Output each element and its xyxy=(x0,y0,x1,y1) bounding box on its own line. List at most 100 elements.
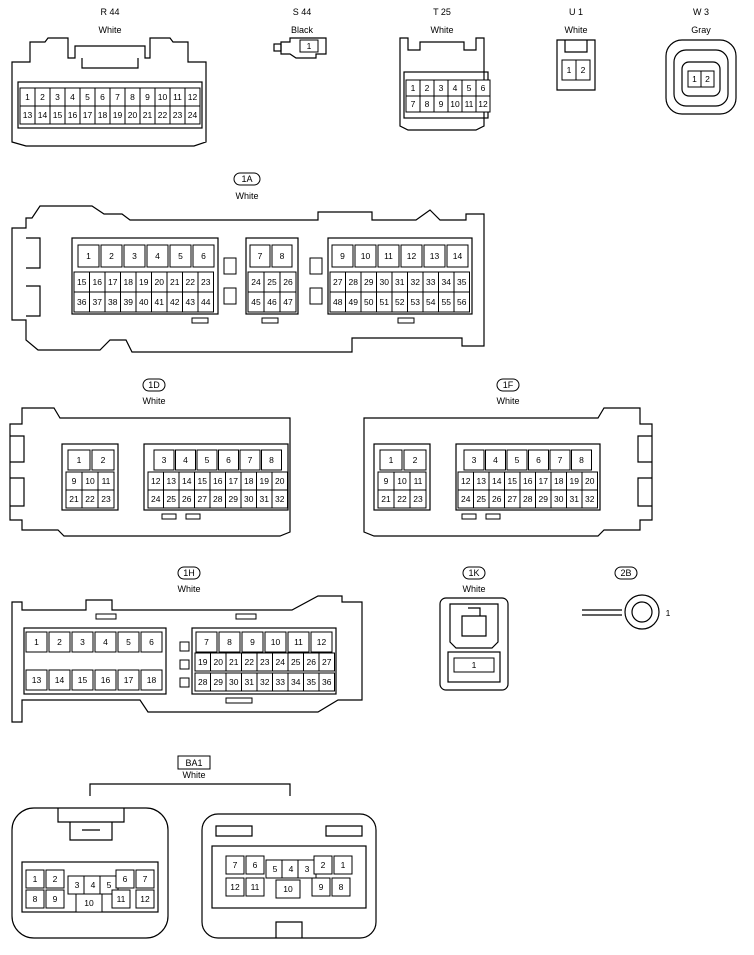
1a-pin-51: 51 xyxy=(380,297,390,307)
1h-pin-28: 28 xyxy=(198,677,208,687)
1a-pin-12-cell xyxy=(400,244,423,268)
1h-slot-3 xyxy=(225,697,253,704)
1a-pin-12: 12 xyxy=(407,251,417,261)
1h-pin-19: 19 xyxy=(198,657,208,667)
1f-pin-15: 15 xyxy=(508,476,518,486)
1k-name: 1K xyxy=(468,568,479,578)
1h-pin-31: 31 xyxy=(245,677,255,687)
1h-pin-15: 15 xyxy=(78,675,88,685)
1h-pin-24: 24 xyxy=(276,657,286,667)
1a-pin-34: 34 xyxy=(442,277,452,287)
1a-pin-9-cell xyxy=(331,244,354,268)
1d-slot-2 xyxy=(185,513,201,520)
2b-ring-terminal xyxy=(624,594,660,630)
1f-slot-2 xyxy=(485,513,501,520)
1a-pin-26: 26 xyxy=(283,277,293,287)
1f-cavity-left xyxy=(373,443,431,511)
u1-housing xyxy=(556,39,596,91)
1h-pin-2-cell xyxy=(48,631,71,653)
1h-key-1 xyxy=(179,641,190,652)
1a-pin-15: 15 xyxy=(77,277,87,287)
ba1-left-housing xyxy=(11,807,169,939)
1d-pin-20: 20 xyxy=(275,476,285,486)
1h-pin-23: 23 xyxy=(260,657,270,667)
1f-pin-13: 13 xyxy=(477,476,487,486)
1a-pin-7: 7 xyxy=(258,251,263,261)
1f-pin-26: 26 xyxy=(492,494,502,504)
1a-pin-17: 17 xyxy=(108,277,118,287)
ba1r-pin-10-cell xyxy=(275,879,301,899)
r44-pin-23: 23 xyxy=(173,110,183,120)
2b-pin: 1 xyxy=(666,608,671,618)
s44-pin-1-cell xyxy=(299,39,319,53)
1h-pin-13: 13 xyxy=(32,675,42,685)
ba1-right-key xyxy=(275,921,303,938)
ba1r-pin-5: 5 xyxy=(273,864,278,874)
t25-pin-12: 12 xyxy=(478,99,488,109)
1a-pin-11-cell xyxy=(377,244,400,268)
w3-pin-2-cell xyxy=(700,70,715,88)
1d-pin-10: 10 xyxy=(85,476,95,486)
1a-key-3 xyxy=(309,257,323,275)
1h-pin-26: 26 xyxy=(307,657,317,667)
1k-tag xyxy=(462,566,486,580)
1a-pin-14-cell xyxy=(446,244,469,268)
1f-pin-20: 20 xyxy=(585,476,595,486)
1a-pin-41: 41 xyxy=(155,297,165,307)
2b-tag xyxy=(614,566,638,580)
1a-pin-48: 48 xyxy=(333,297,343,307)
r44-pin-14: 14 xyxy=(38,110,48,120)
1d-pin-17: 17 xyxy=(229,476,239,486)
1d-pin-7: 7 xyxy=(248,455,253,465)
ba1l-pin-11-cell xyxy=(111,889,131,909)
1a-pin-47-cell xyxy=(279,291,297,313)
1d-pin-1: 1 xyxy=(77,455,82,465)
1f-pin-2-cell xyxy=(403,449,427,471)
1h-pin-8: 8 xyxy=(227,637,232,647)
1h-pin-3: 3 xyxy=(80,637,85,647)
1a-key-4 xyxy=(309,287,323,305)
t25-pin-6: 6 xyxy=(481,83,486,93)
1d-pin-13: 13 xyxy=(167,476,177,486)
r44-pin-16: 16 xyxy=(68,110,78,120)
1k-cavity xyxy=(447,651,501,683)
1h-cavity-right xyxy=(191,627,337,695)
1a-pin-53: 53 xyxy=(411,297,421,307)
1a-pin-33: 33 xyxy=(426,277,436,287)
1d-pin-4-cell xyxy=(175,449,196,471)
1a-pin-43: 43 xyxy=(186,297,196,307)
r44-pin-13: 13 xyxy=(23,110,33,120)
ba1l-pin-8-cell xyxy=(25,889,45,909)
1a-pin-35: 35 xyxy=(457,277,467,287)
ba1r-pin-7-cell xyxy=(225,855,245,875)
r44-cavity xyxy=(17,81,203,129)
1a-pin-10-cell xyxy=(354,244,377,268)
1f-pin-4: 4 xyxy=(493,455,498,465)
1a-pin-32: 32 xyxy=(411,277,421,287)
1h-pin-11: 11 xyxy=(294,637,303,647)
1h-pin-13-cell xyxy=(25,669,48,691)
1h-pin-35: 35 xyxy=(307,677,317,687)
1h-pin-5-cell xyxy=(117,631,140,653)
1d-pin-23: 23 xyxy=(101,494,111,504)
1a-pin-16: 16 xyxy=(93,277,103,287)
s44-pin-grid: 1 xyxy=(299,39,319,53)
1d-pin-8-cell xyxy=(261,449,282,471)
1f-pin-8: 8 xyxy=(579,455,584,465)
ba1l-pin-9: 9 xyxy=(53,894,58,904)
1d-tag xyxy=(142,378,166,392)
1f-slot-1 xyxy=(461,513,477,520)
1f-pin-6: 6 xyxy=(536,455,541,465)
1f-pin-3: 3 xyxy=(472,455,477,465)
1a-pin-4: 4 xyxy=(155,251,160,261)
2b-wire xyxy=(582,609,622,616)
1f-side-lock xyxy=(637,435,652,507)
1h-pin-2: 2 xyxy=(57,637,62,647)
ba1r-pin-1-cell xyxy=(333,855,353,875)
1a-pin-23: 23 xyxy=(201,277,211,287)
1h-pin-36: 36 xyxy=(322,677,332,687)
ba1r-pin-6-cell xyxy=(245,855,265,875)
